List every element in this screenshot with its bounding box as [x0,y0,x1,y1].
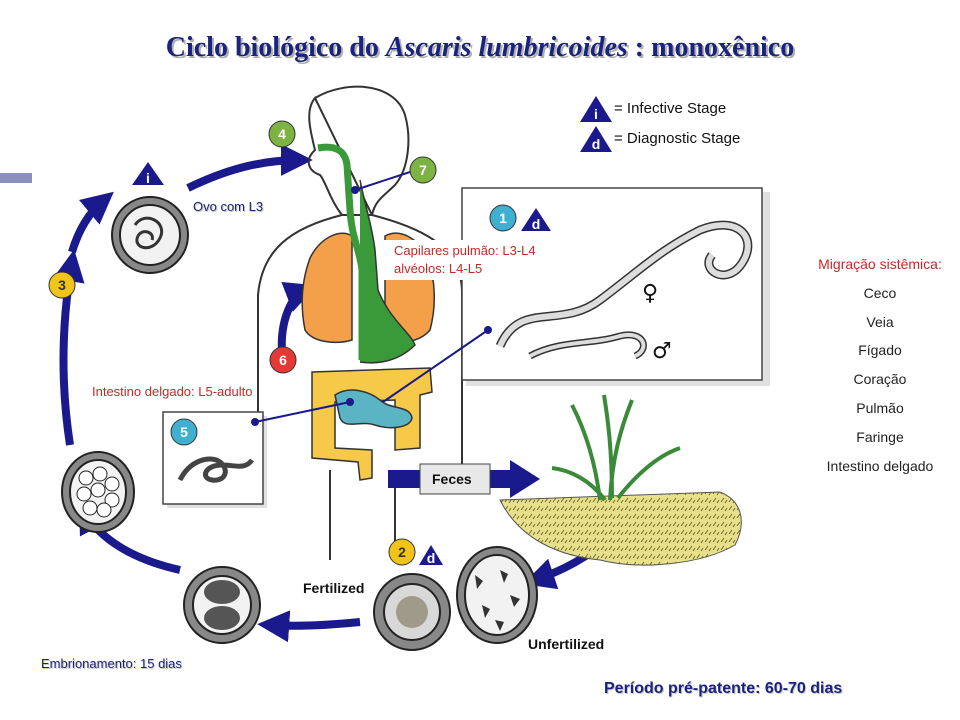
svg-text:d: d [592,136,601,152]
feces-label: Feces [432,471,472,487]
feces-arrow [388,460,540,498]
page-title: Ciclo biológico do Ascaris lumbricoides … [165,32,795,63]
migration-item: Faringe [856,428,904,445]
svg-text:5: 5 [180,424,188,440]
diagnostic-marker-egg: d [419,545,443,566]
annotation-ovo-l3: Ovo com L3 [193,199,264,214]
svg-text:d: d [427,550,436,566]
step-7-badge: 7 [409,156,437,184]
adult-worms-box [461,187,770,386]
diagnostic-marker-adult: d [521,208,551,232]
unfertilized-label: Unfertilized [528,636,604,652]
fertilized-label: Fertilized [303,580,364,596]
migration-list: Migração sistêmica: Ceco Veia Fígado Cor… [800,254,960,484]
svg-text:= Diagnostic Stage: = Diagnostic Stage [614,130,740,147]
arrow-bottom-mid [257,610,361,643]
migration-header: Migração sistêmica: [818,256,942,272]
svg-text:7: 7 [419,162,427,178]
svg-text:6: 6 [279,352,287,368]
step-5-badge: 5 [170,418,198,446]
step-badges: 4 7 1 3 6 5 2 [48,120,517,566]
migration-item: Coração [853,371,907,388]
svg-text:d: d [532,216,541,232]
arrow-lung-return [277,281,317,353]
arrow-3-to-egg [68,191,114,254]
migration-item: Intestino delgado [826,457,934,474]
prepatent-period: Período pré-patente: 60-70 dias [604,680,843,697]
migration-item: Fígado [858,342,902,359]
step-6-badge: 6 [269,346,297,374]
infective-marker-egg: i [132,162,164,186]
connector-lines [254,171,489,423]
figure-labels: Feces Fertilized Unfertilized [303,471,604,652]
egg-morula [61,451,135,533]
annotation-embrionamento: Embrionamento: 15 dias [41,656,182,671]
soil-with-grass [499,394,742,566]
step-1-badge: 1 [489,204,517,232]
svg-text:3: 3 [58,277,66,293]
svg-text:i: i [146,170,150,186]
migration-item: Veia [866,313,894,330]
svg-text:2: 2 [398,544,406,560]
male-symbol: ♂ [652,339,672,364]
egg-with-larva [111,196,189,274]
step-3-badge: 3 [48,271,76,299]
arrow-egg-to-mouth [186,144,313,192]
legend: i = Infective Stage d = Diagnostic Stage [580,96,740,152]
svg-text:= Infective Stage: = Infective Stage [614,100,726,117]
migration-item: Pulmão [856,399,904,416]
female-symbol: ♀ [642,281,658,306]
svg-text:1: 1 [499,210,507,226]
svg-text:4: 4 [278,126,286,142]
egg-fertilized [373,573,451,651]
slide-accent-bar [0,173,32,183]
migration-item: Ceco [863,284,897,301]
egg-two-cell [183,566,261,644]
annotation-alveolos: alvéolos: L4-L5 [394,261,483,276]
annotation-capilares: Capilares pulmão: L3-L4 [394,243,536,258]
svg-text:i: i [594,106,598,122]
step-2-badge: 2 [388,538,416,566]
intestines [311,367,433,481]
annotation-lung-box: Capilares pulmão: L3-L4 alvéolos: L4-L5 [382,240,544,280]
egg-unfertilized [456,546,538,644]
step-4-badge: 4 [268,120,296,148]
stage-markers: i d d [132,162,551,566]
annotation-intestino: Intestino delgado: L5-adulto [92,384,253,399]
esophagus [359,179,416,364]
